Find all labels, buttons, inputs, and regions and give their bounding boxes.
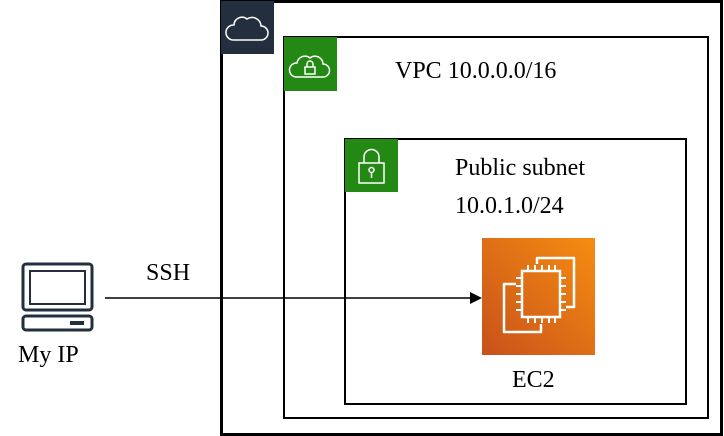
computer-icon [21, 262, 94, 332]
ec2-label: EC2 [512, 367, 555, 393]
ssh-connection-arrow [105, 292, 482, 304]
padlock-icon [345, 139, 398, 192]
public-subnet-group [344, 138, 687, 405]
vpc-group [283, 36, 709, 419]
ec2-chip-icon [482, 238, 595, 355]
vpc-cloud-lock-icon [284, 37, 337, 91]
aws-cloud-icon [221, 1, 274, 54]
aws-cloud-group [220, 0, 723, 436]
subnet-label-line1: Public subnet [455, 155, 585, 181]
ssh-label: SSH [146, 260, 191, 286]
vpc-label: VPC 10.0.0.0/16 [395, 58, 557, 84]
my-ip-label: My IP [18, 342, 79, 368]
subnet-label-line2: 10.0.1.0/24 [455, 193, 564, 219]
